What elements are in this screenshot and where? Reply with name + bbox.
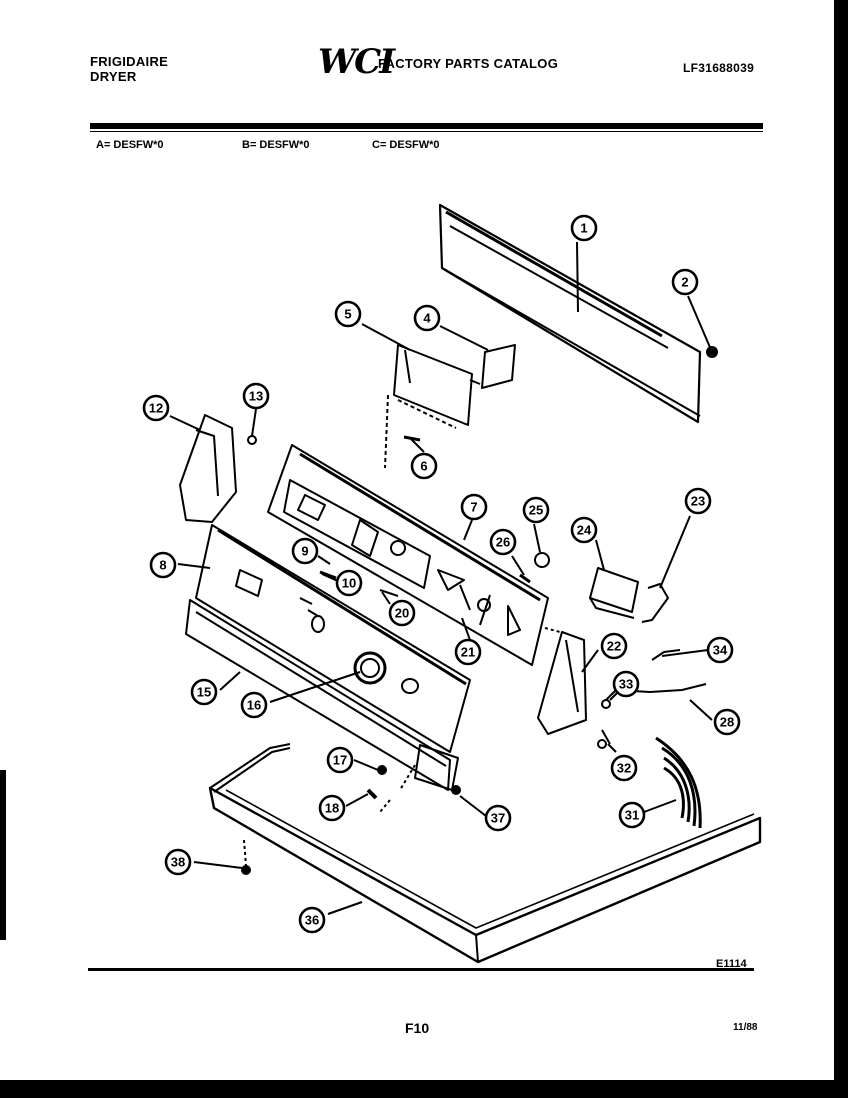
part-outlines [179,203,762,964]
callout-number: 36 [305,913,319,928]
callout-15: 15 [190,678,218,706]
callout-2: 2 [671,268,699,296]
callout-38: 38 [164,848,192,876]
callout-number: 12 [149,401,163,416]
callout-21: 21 [454,638,482,666]
part-right-bracket [537,627,587,735]
callout-number: 4 [423,311,431,326]
callout-number: 8 [159,558,166,573]
product-type: DRYER [90,69,137,84]
footer-rule [88,968,754,971]
callout-24: 24 [570,516,598,544]
callout-number: 25 [529,503,543,518]
part-back-panel [438,203,718,424]
part-wire-leads [597,649,707,749]
wci-logo: WCI [318,42,395,82]
callout-number: 38 [171,855,185,870]
scan-edge-left [0,770,6,940]
callout-16: 16 [240,691,268,719]
callout-8: 8 [149,551,177,579]
part-left-bracket [179,414,257,523]
brand-block: FRIGIDAIRE DRYER [90,54,168,84]
callout-number: 16 [247,698,261,713]
callout-31: 31 [618,801,646,829]
callout-37: 37 [484,804,512,832]
callout-36: 36 [298,906,326,934]
part-wiring-harness [655,736,702,829]
date-code: 11/88 [733,1022,758,1033]
callout-number: 28 [720,715,734,730]
part-main-top [208,743,762,964]
callout-25: 25 [522,496,550,524]
part-timer-block [384,344,516,469]
callout-number: 24 [577,523,592,538]
callout-number: 18 [325,801,339,816]
callout-17: 17 [326,746,354,774]
part-console [195,524,471,753]
callout-10: 10 [335,569,363,597]
callout-32: 32 [610,754,638,782]
callout-number: 32 [617,761,631,776]
callout-number: 21 [461,645,475,660]
callout-number: 37 [491,811,505,826]
part-sensor [519,552,669,623]
callout-22: 22 [600,632,628,660]
callout-number: 31 [625,808,639,823]
document-number: LF31688039 [683,61,755,75]
callout-23: 23 [684,487,712,515]
callout-13: 13 [242,382,270,410]
header-rule-thin [90,131,763,132]
callout-7: 7 [460,493,488,521]
model-b-label: B= DESFW*0 [242,139,310,151]
scan-edge-right [834,0,848,1098]
callout-18: 18 [318,794,346,822]
brand-name: FRIGIDAIRE [90,54,169,69]
model-c-label: C= DESFW*0 [372,139,440,151]
callout-number: 34 [713,643,728,658]
callout-20: 20 [388,599,416,627]
part-lower-trim [185,599,461,813]
callout-5: 5 [334,300,362,328]
callout-number: 13 [249,389,263,404]
model-a-label: A= DESFW*0 [96,139,164,151]
callout-number: 9 [301,544,308,559]
callout-26: 26 [489,528,517,556]
diagram-code: E1114 [716,958,747,970]
callout-34: 34 [706,636,734,664]
callout-number: 2 [681,275,688,290]
callout-number: 22 [607,639,621,654]
callout-number: 1 [580,221,587,236]
callout-number: 26 [496,535,510,550]
page-code: F10 [405,1020,430,1036]
scan-edge-bottom [0,1080,848,1098]
callout-number: 5 [344,307,351,322]
callout-6: 6 [410,452,438,480]
callout-number: 20 [395,606,409,621]
callout-4: 4 [413,304,441,332]
header-rule [90,123,763,129]
catalog-title: FACTORY PARTS CATALOG [378,56,559,71]
part-control-panel [267,444,549,666]
callout-number: 23 [691,494,705,509]
callout-9: 9 [291,537,319,565]
callout-number: 33 [619,677,633,692]
callout-number: 7 [470,500,477,515]
callout-28: 28 [713,708,741,736]
callout-number: 17 [333,753,347,768]
callout-number: 10 [342,576,356,591]
callout-number: 15 [197,685,211,700]
callout-number: 6 [420,459,427,474]
callout-12: 12 [142,394,170,422]
callout-33: 33 [612,670,640,698]
callout-1: 1 [570,214,598,242]
